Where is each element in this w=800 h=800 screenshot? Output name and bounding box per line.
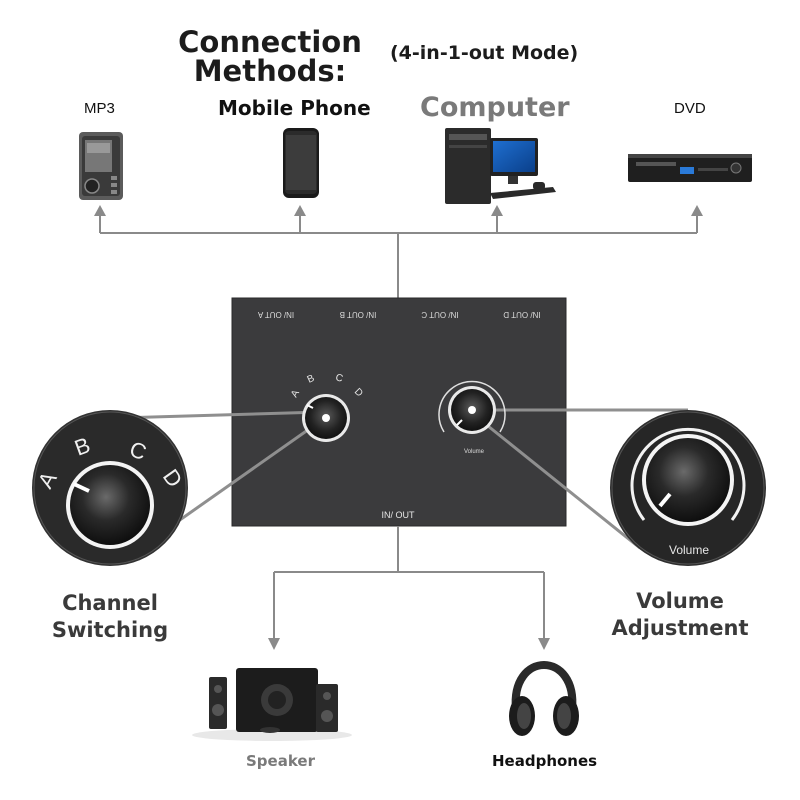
mode-label: (4-in-1-out Mode) [390, 42, 579, 64]
output-arrowheads [268, 638, 550, 650]
channel-letter-b: B [306, 373, 317, 386]
volume-adjustment-label: Volume Adjustment [611, 589, 749, 640]
mobile-phone-icon [283, 128, 319, 198]
channel-selector-knob[interactable] [302, 394, 350, 442]
port-labels: IN/ OUT A IN/ OUT B IN/ OUT C IN/ OUT D [257, 310, 540, 319]
input-connector-lines [99, 214, 698, 298]
callout-volume-label: Volume [669, 543, 709, 557]
mp3-player-icon [79, 132, 123, 200]
headphones-label: Headphones [492, 752, 598, 770]
speaker-label: Speaker [246, 752, 315, 770]
headphones-icon [509, 661, 579, 736]
channel-switching-callout [32, 410, 188, 566]
port-label-c: IN/ OUT C [421, 310, 458, 319]
speaker-icon [192, 668, 352, 741]
computer-label: Computer [420, 92, 570, 123]
channel-switching-label: Channel Switching [51, 591, 169, 642]
port-label-d: IN/ OUT D [503, 310, 540, 319]
channel-letter-c: C [334, 372, 344, 384]
output-port-label: IN/ OUT [382, 510, 416, 520]
mp3-label: MP3 [84, 100, 115, 117]
computer-icon [445, 128, 556, 204]
mobile-phone-label: Mobile Phone [218, 96, 371, 120]
output-connector-lines [273, 526, 545, 640]
port-label-a: IN/ OUT A [257, 310, 294, 319]
page-title: Connection Methods: [178, 25, 362, 88]
volume-knob[interactable] [438, 380, 506, 434]
channel-letter-a: A [289, 388, 302, 400]
dvd-label: DVD [674, 100, 706, 117]
volume-label: Volume [464, 449, 485, 455]
dvd-player-icon [628, 154, 752, 182]
port-label-b: IN/ OUT B [340, 310, 377, 319]
input-arrowheads [94, 205, 703, 216]
volume-adjustment-callout [610, 410, 766, 566]
